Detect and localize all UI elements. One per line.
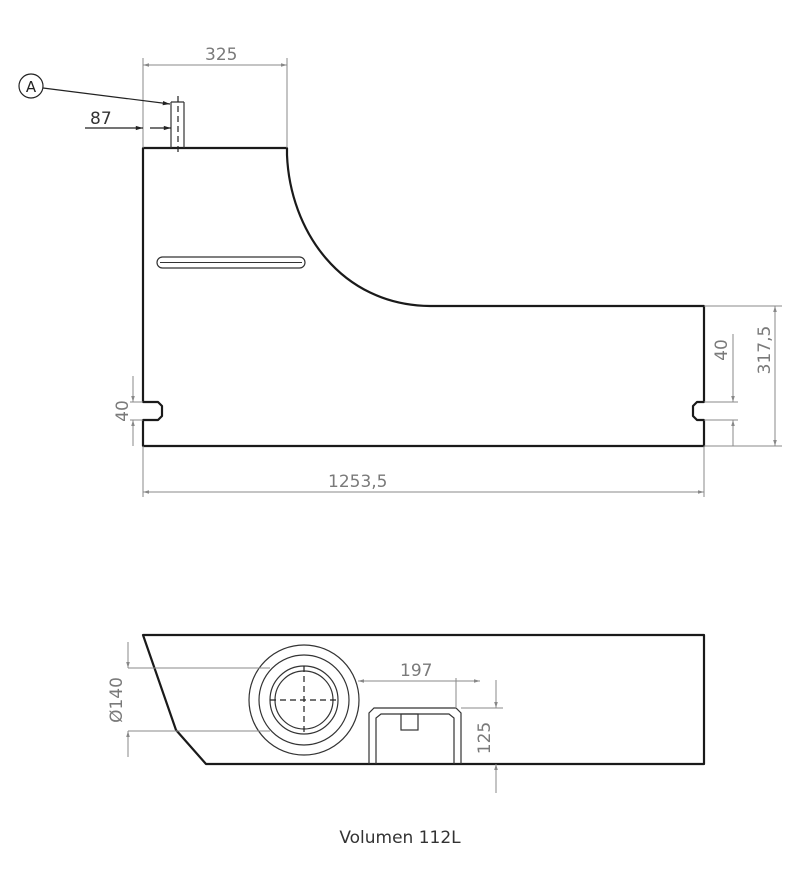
tank-side-outline <box>141 633 706 766</box>
dim-40-right: 40 <box>712 339 732 361</box>
dim-197: 197 <box>400 661 432 681</box>
dim-325: 325 <box>205 45 237 65</box>
pocket <box>368 707 462 764</box>
side-view: Ø140 197 125 <box>107 633 706 793</box>
strap-groove <box>156 256 306 269</box>
tank-top-outline <box>141 146 706 448</box>
drain-plug <box>400 713 419 731</box>
volume-caption: Volumen 112L <box>339 828 461 848</box>
dim-125: 125 <box>475 722 495 754</box>
dim-317-5: 317,5 <box>755 326 775 375</box>
top-view: 325 A 87 40 40 317,5 1253,5 <box>18 45 782 497</box>
dim-40-left: 40 <box>113 400 133 422</box>
callout-a-label: A <box>26 78 37 96</box>
dim-diameter-140: Ø140 <box>107 677 127 723</box>
dim-87: 87 <box>90 109 112 129</box>
port-outer-ring <box>248 644 360 756</box>
dim-1253-5: 1253,5 <box>328 472 387 492</box>
callout-circle <box>18 73 44 99</box>
